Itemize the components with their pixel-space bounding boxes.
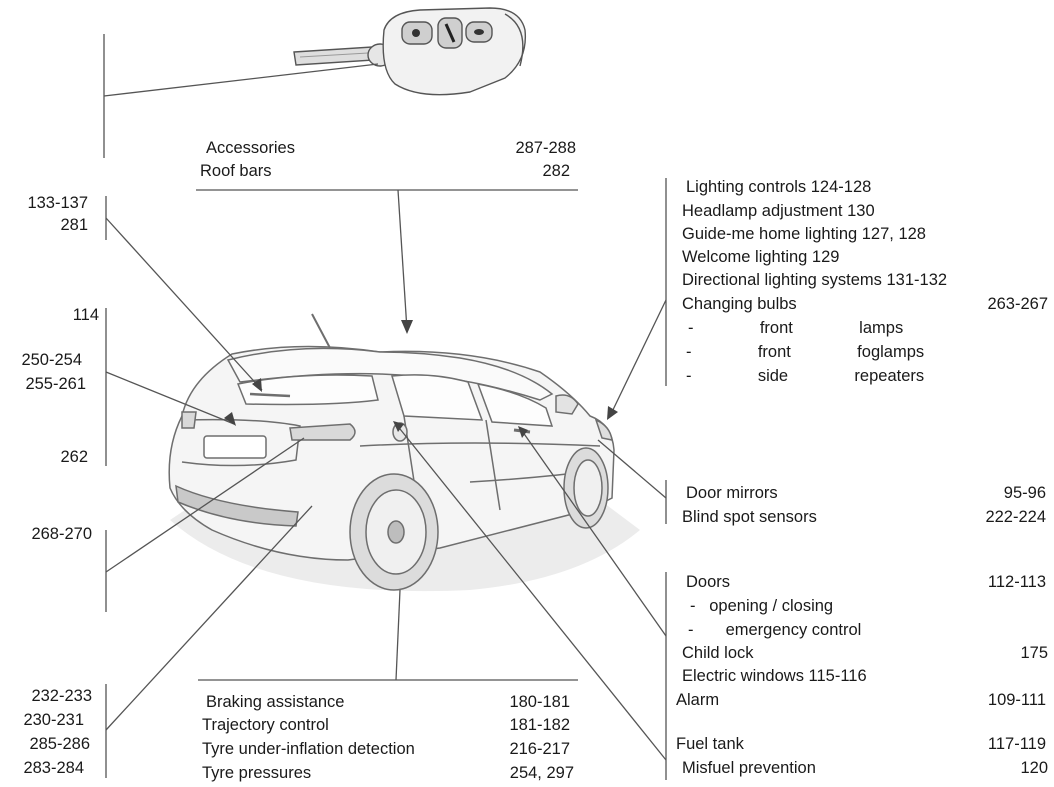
parking-pages-b: 230-231 bbox=[23, 711, 84, 729]
directional-lighting-item: Directional lighting systems 131-132 bbox=[682, 271, 948, 289]
parking-pages-a: 232-233 bbox=[31, 687, 92, 705]
headlamp-adjustment-item: Headlamp adjustment 130 bbox=[682, 202, 875, 220]
fuel-tank-pages: 117-119 bbox=[987, 735, 1046, 753]
boot-pages-b: 255-261 bbox=[25, 375, 86, 393]
rear-wiper-pages-a: 133-137 bbox=[27, 194, 88, 212]
tyre-detection-label: Tyre under-inflation detection bbox=[202, 740, 415, 758]
lighting-controls-item: Lighting controls 124-128 bbox=[686, 178, 872, 196]
braking-pages: 180-181 bbox=[509, 693, 570, 711]
car-illustration bbox=[168, 313, 640, 592]
trajectory-pages: 181-182 bbox=[509, 716, 570, 734]
braking-label: Braking assistance bbox=[206, 693, 345, 711]
bulb-sub-front-lamps: - front lamps bbox=[688, 319, 904, 337]
callout-lines bbox=[103, 34, 667, 780]
changing-bulbs-label: Changing bulbs bbox=[682, 295, 797, 313]
guide-me-home-item: Guide-me home lighting 127, 128 bbox=[682, 225, 926, 243]
accessories-label: Accessories bbox=[206, 139, 295, 157]
door-mirrors-label: Door mirrors bbox=[686, 484, 778, 502]
door-mirrors-pages: 95-96 bbox=[1003, 484, 1046, 502]
parking-pages-c: 285-286 bbox=[29, 735, 90, 753]
trajectory-label: Trajectory control bbox=[202, 716, 329, 734]
child-lock-pages: 175 bbox=[1020, 644, 1048, 662]
tyre-detection-pages: 216-217 bbox=[509, 740, 570, 758]
bulb-sub-front-foglamps: - front foglamps bbox=[686, 343, 925, 361]
bulb-sub-side-repeaters: - side repeaters bbox=[686, 367, 925, 385]
blind-spot-label: Blind spot sensors bbox=[682, 508, 817, 526]
boot-pages-114: 114 bbox=[72, 306, 99, 324]
changing-bulbs-pages: 263-267 bbox=[987, 295, 1048, 313]
boot-pages-a: 250-254 bbox=[21, 351, 82, 369]
child-lock-label: Child lock bbox=[682, 644, 754, 662]
misfuel-pages: 120 bbox=[1020, 759, 1048, 777]
remote-key-illustration bbox=[293, 7, 527, 96]
roof-bars-label: Roof bars bbox=[200, 162, 272, 180]
doors-label: Doors bbox=[686, 573, 731, 591]
tyre-pressures-label: Tyre pressures bbox=[202, 764, 312, 782]
roof-bars-pages: 282 bbox=[542, 162, 570, 180]
rear-wiper-pages-b: 281 bbox=[60, 216, 88, 234]
boot-pages-262: 262 bbox=[60, 448, 88, 466]
alarm-pages: 109-111 bbox=[987, 691, 1046, 709]
blind-spot-pages: 222-224 bbox=[985, 508, 1046, 526]
alarm-label: Alarm bbox=[676, 691, 720, 709]
accessories-pages: 287-288 bbox=[515, 139, 576, 157]
callout-arrowheads bbox=[224, 320, 618, 438]
electric-windows-item: Electric windows 115-116 bbox=[682, 667, 867, 685]
fuel-tank-label: Fuel tank bbox=[676, 735, 744, 753]
doors-pages: 112-113 bbox=[987, 573, 1046, 591]
welcome-lighting-item: Welcome lighting 129 bbox=[682, 248, 840, 266]
parking-pages-d: 283-284 bbox=[23, 759, 84, 777]
towbar-pages: 268-270 bbox=[31, 525, 92, 543]
doors-sub-opening: - opening / closing bbox=[690, 597, 834, 615]
tyre-pressures-pages: 254, 297 bbox=[509, 764, 574, 782]
doors-sub-emergency: - emergency control bbox=[688, 621, 862, 639]
misfuel-label: Misfuel prevention bbox=[682, 759, 816, 777]
